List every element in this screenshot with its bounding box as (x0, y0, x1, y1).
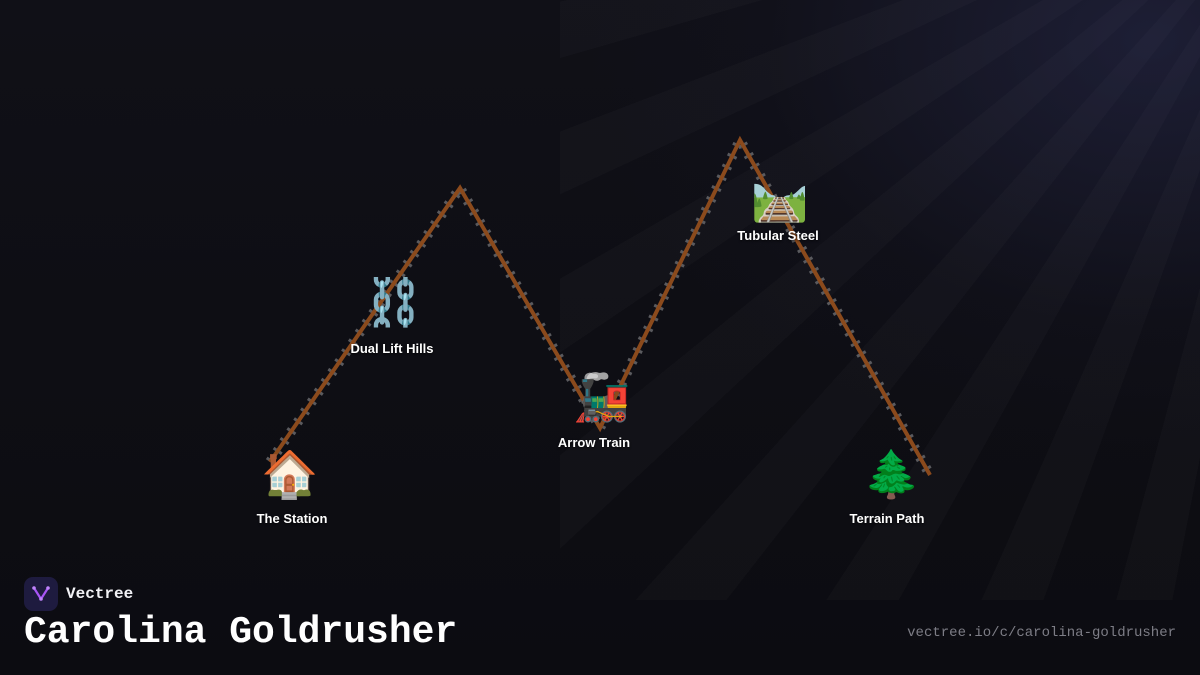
waypoint-label-arrow-train: Arrow Train (557, 435, 631, 450)
waypoint-label-station: The Station (256, 511, 328, 526)
brand: Vectree (24, 577, 133, 611)
coaster-title: Carolina Goldrusher (24, 611, 458, 654)
evergreen-tree-icon: 🌲 (863, 447, 921, 501)
waypoint-label-dual-lift-hills: Dual Lift Hills (350, 341, 434, 356)
waypoint-label-terrain-path: Terrain Path (849, 511, 925, 526)
vectree-logo-mark (32, 586, 50, 601)
railway-track-icon: 🛤️ (751, 170, 809, 224)
brand-name: Vectree (66, 585, 134, 603)
house-icon: 🏠 (261, 447, 319, 501)
vectree-logo-icon (24, 577, 58, 611)
coaster-url[interactable]: vectree.io/c/carolina-goldrusher (907, 625, 1176, 641)
waypoint-label-tubular-steel: Tubular Steel (737, 228, 819, 243)
chain-icon: ⛓️ (365, 275, 423, 329)
track-rail (268, 135, 932, 476)
locomotive-icon: 🚂 (573, 370, 631, 424)
